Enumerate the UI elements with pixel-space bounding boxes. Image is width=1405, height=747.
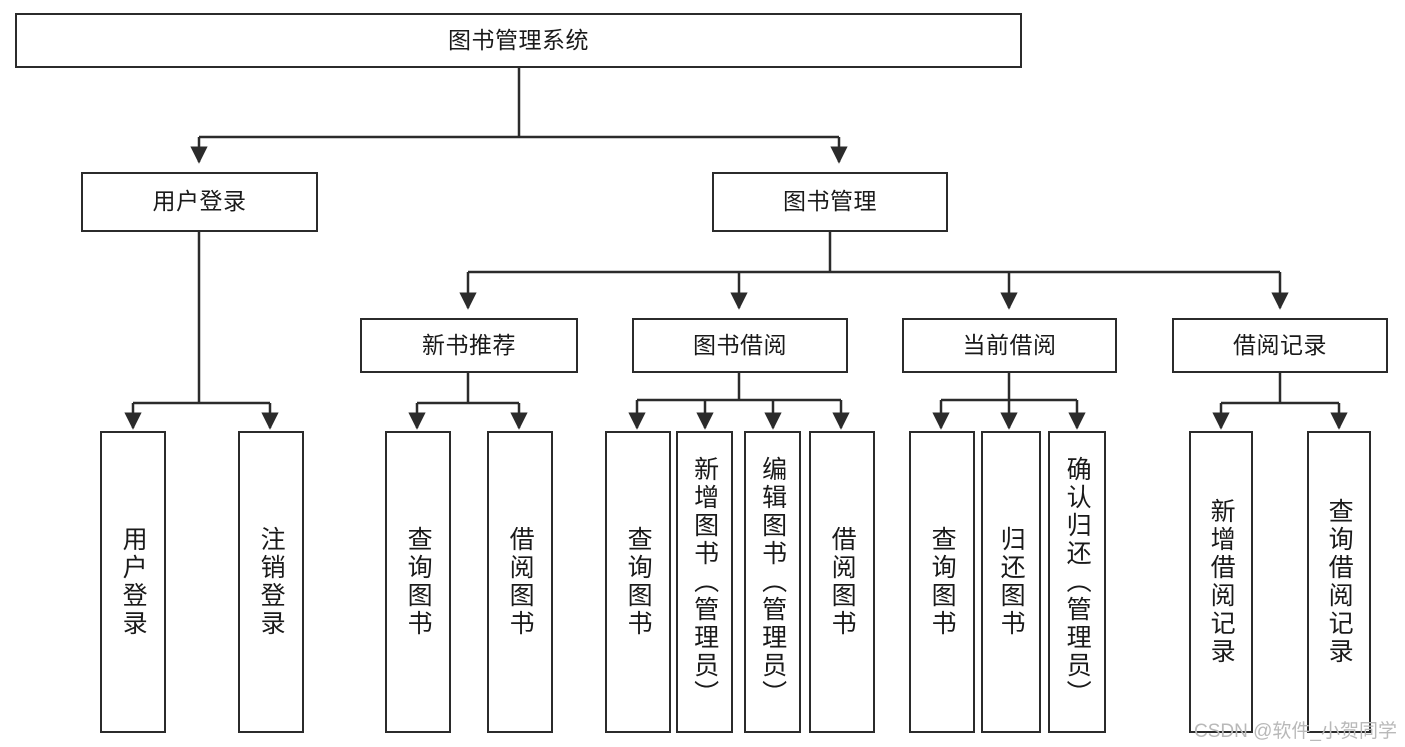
leaf-book-borrow-borrow[interactable]: 借阅图书 xyxy=(809,431,875,733)
node-root-system[interactable]: 图书管理系统 xyxy=(15,13,1022,68)
leaf-borrow-record-query[interactable]: 查询借阅记录 xyxy=(1307,431,1371,733)
node-label: 归还图书 xyxy=(997,526,1026,638)
node-label: 查询图书 xyxy=(404,526,433,638)
node-label: 用户登录 xyxy=(119,526,148,638)
node-label: 借阅图书 xyxy=(506,526,535,638)
node-label: 新增图书（管理员） xyxy=(690,456,719,708)
leaf-book-borrow-edit[interactable]: 编辑图书（管理员） xyxy=(744,431,801,733)
leaf-current-borrow-confirm-return[interactable]: 确认归还（管理员） xyxy=(1048,431,1106,733)
node-label: 查询图书 xyxy=(624,526,653,638)
leaf-user-login-logout[interactable]: 注销登录 xyxy=(238,431,304,733)
node-new-book-recommend[interactable]: 新书推荐 xyxy=(360,318,578,373)
node-user-login[interactable]: 用户登录 xyxy=(81,172,318,232)
node-label: 借阅图书 xyxy=(828,526,857,638)
node-label: 当前借阅 xyxy=(962,331,1057,358)
leaf-current-borrow-return[interactable]: 归还图书 xyxy=(981,431,1041,733)
node-label: 确认归还（管理员） xyxy=(1063,456,1092,708)
node-book-management[interactable]: 图书管理 xyxy=(712,172,948,232)
leaf-current-borrow-query[interactable]: 查询图书 xyxy=(909,431,975,733)
node-label: 借阅记录 xyxy=(1233,331,1327,358)
node-current-borrow[interactable]: 当前借阅 xyxy=(902,318,1117,373)
leaf-new-book-borrow[interactable]: 借阅图书 xyxy=(487,431,553,733)
node-label: 编辑图书（管理员） xyxy=(758,456,787,708)
node-book-borrow[interactable]: 图书借阅 xyxy=(632,318,848,373)
leaf-book-borrow-query[interactable]: 查询图书 xyxy=(605,431,671,733)
node-label: 新书推荐 xyxy=(422,331,516,358)
leaf-borrow-record-add[interactable]: 新增借阅记录 xyxy=(1189,431,1253,733)
node-label: 用户登录 xyxy=(152,188,247,215)
node-label: 图书借阅 xyxy=(693,331,787,358)
node-label: 查询借阅记录 xyxy=(1325,498,1354,666)
leaf-new-book-query[interactable]: 查询图书 xyxy=(385,431,451,733)
leaf-book-borrow-add[interactable]: 新增图书（管理员） xyxy=(676,431,733,733)
node-label: 新增借阅记录 xyxy=(1207,498,1236,666)
node-label: 查询图书 xyxy=(928,526,957,638)
leaf-user-login-login[interactable]: 用户登录 xyxy=(100,431,166,733)
csdn-watermark: CSDN @软件_小贺同学 xyxy=(1194,721,1397,742)
node-label: 注销登录 xyxy=(257,526,286,638)
node-borrow-record[interactable]: 借阅记录 xyxy=(1172,318,1388,373)
node-label: 图书管理 xyxy=(783,188,877,215)
node-label: 图书管理系统 xyxy=(448,26,589,53)
